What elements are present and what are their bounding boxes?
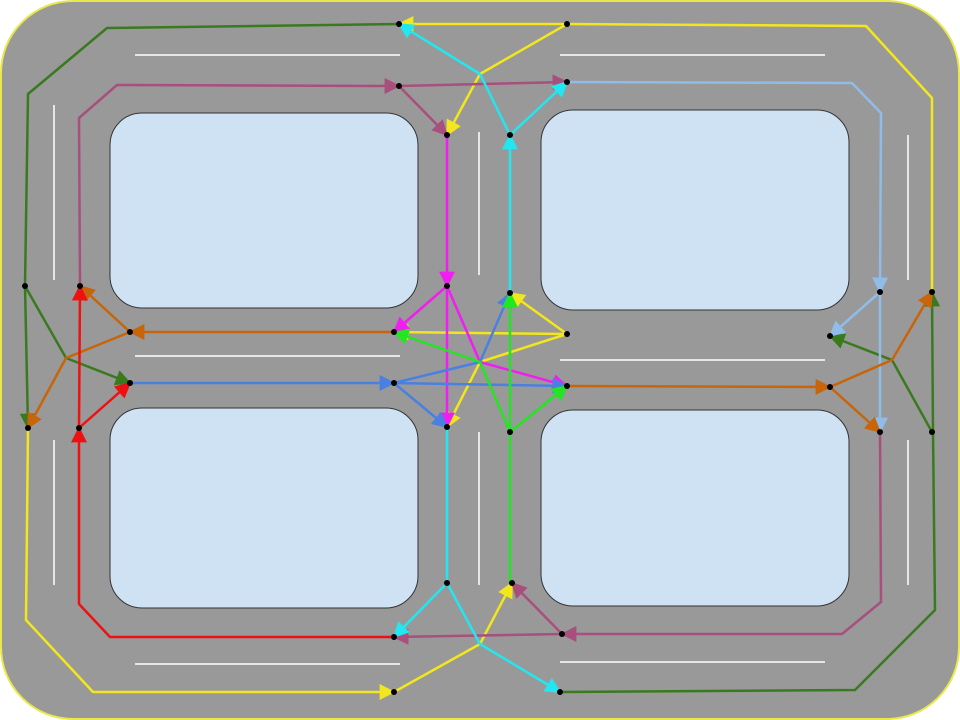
junction-node [444,580,450,586]
route-green [19,22,400,430]
junction-node [507,429,513,435]
route-red [71,426,394,639]
junction-node [127,380,133,386]
route-bright-green [392,329,512,433]
route-mauve [510,581,563,635]
junction-node [391,329,397,335]
route-magenta [392,285,448,334]
junction-node [564,383,570,389]
junction-node [391,689,397,695]
junction-node [559,631,565,637]
route-orange [829,290,934,389]
route-red [78,381,132,429]
junction-node [877,289,883,295]
city-block [540,109,850,311]
route-mauve [392,628,563,645]
junction-node [564,79,570,85]
junction-node [444,283,450,289]
city-block [109,112,419,309]
route-light-blue [566,80,889,294]
route-orange [566,378,832,395]
junction-node [444,424,450,430]
route-cyan [445,582,562,694]
junction-node [509,580,515,586]
junction-node [557,689,563,695]
junction-node [929,429,935,435]
route-orange [78,284,131,333]
junction-node [827,384,833,390]
junction-node [877,429,883,435]
route-mauve [560,431,883,642]
route-mauve [398,85,449,137]
junction-node [507,290,513,296]
junction-node [564,331,570,337]
route-mauve [398,74,569,91]
route-cyan [397,22,481,76]
route-blue [393,377,569,394]
route-green [559,290,941,694]
junction-node [507,132,513,138]
junction-node [391,380,397,386]
junction-node [391,634,397,640]
junction-node [929,289,935,295]
route-yellow [24,427,396,700]
junction-node [22,283,28,289]
route-bright-green [509,384,569,433]
lane-markings [53,54,909,665]
city-block [109,407,419,609]
city-blocks [109,109,850,609]
route-yellow [508,291,568,336]
junction-node [396,83,402,89]
junction-node [396,21,402,27]
junction-node [77,283,83,289]
route-orange [829,386,882,434]
route-red [71,284,88,429]
junction-node [444,132,450,138]
route-light-blue [828,291,881,338]
junction-node [127,329,133,335]
route-yellow [392,324,568,341]
route-blue [393,382,449,429]
junction-node [25,425,31,431]
city-block [540,409,850,607]
junction-nodes [22,21,935,695]
junction-node [564,21,570,27]
route-yellow [397,16,934,292]
junction-node [76,425,82,431]
route-orange [26,330,131,430]
route-mauve [77,77,401,287]
junction-node [827,333,833,339]
